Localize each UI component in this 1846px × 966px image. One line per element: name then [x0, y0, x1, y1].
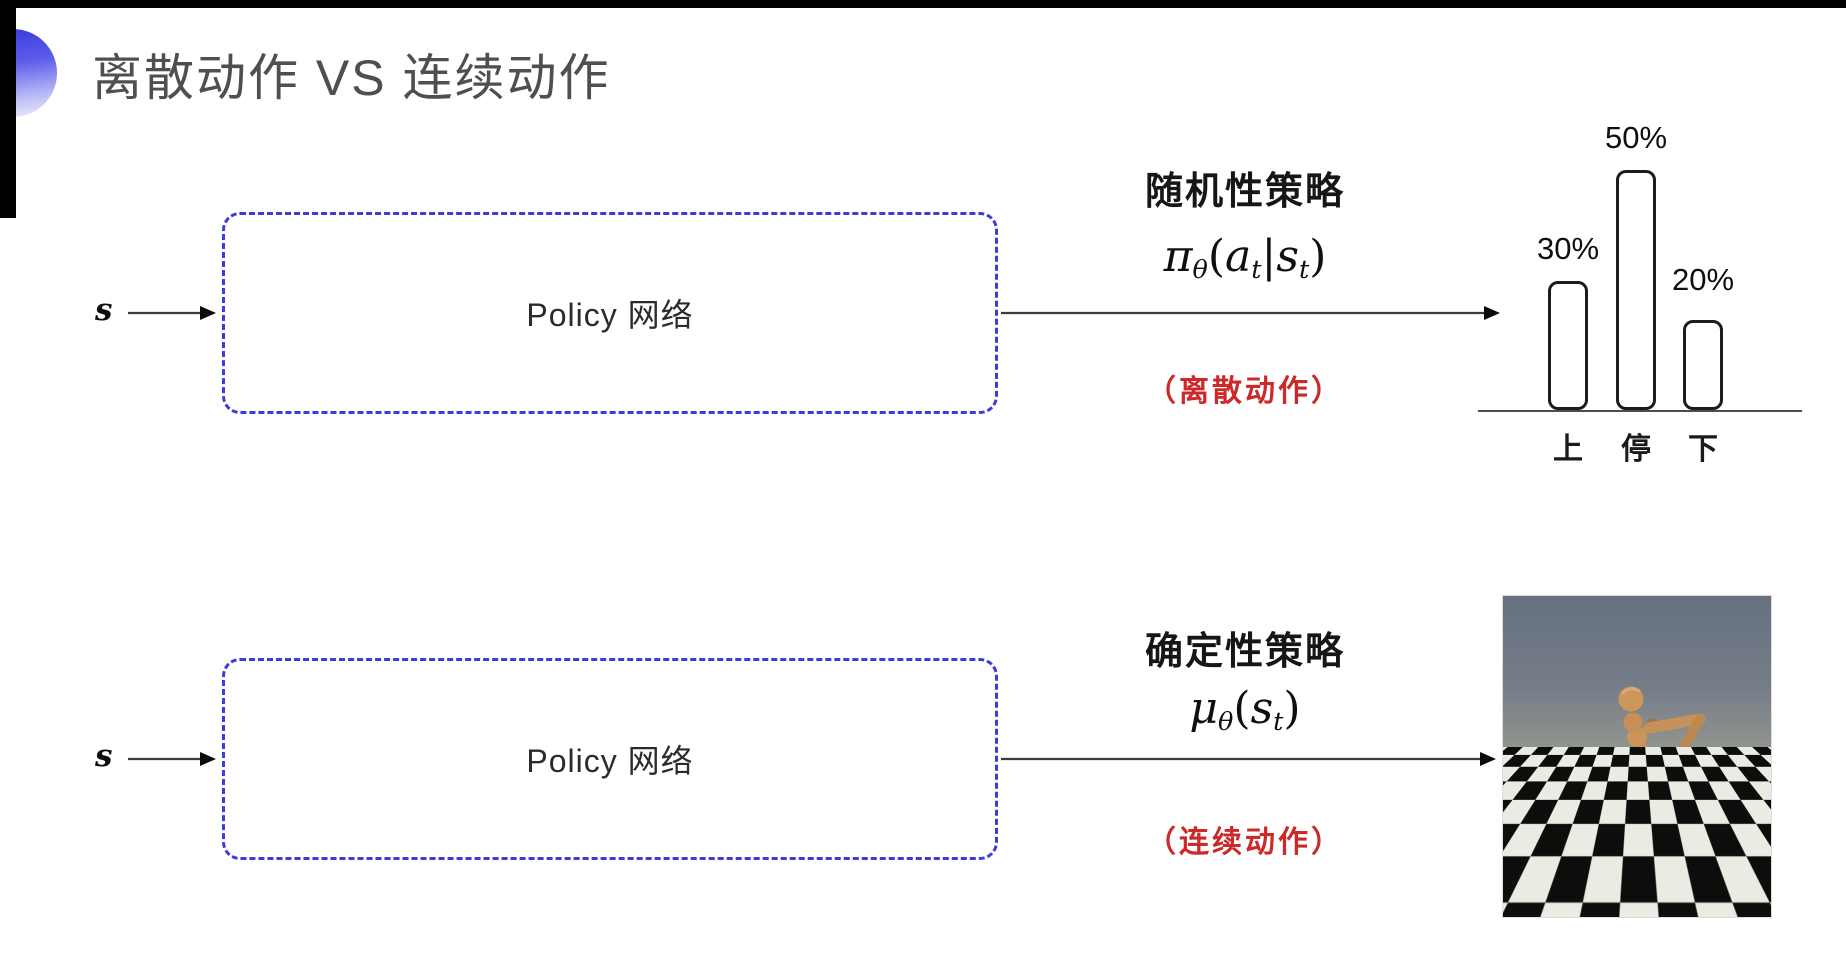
- state-input-label-bottom: s: [95, 738, 113, 774]
- continuous-action-note: （连续动作）: [1146, 826, 1344, 859]
- stochastic-policy-title: 随机性策略: [1144, 171, 1345, 213]
- page-title: 离散动作 VS 连续动作: [92, 50, 611, 106]
- bar-上: [1548, 281, 1588, 410]
- bar-category-label: 下: [1688, 433, 1718, 466]
- action-probability-chart: 30% 上 50% 停 20% 下: [1478, 118, 1818, 466]
- humanoid-figure: [1541, 686, 1706, 904]
- stochastic-policy-formula: πθ(at|st): [1163, 231, 1327, 286]
- discrete-action-note: （离散动作）: [1146, 375, 1344, 408]
- letterbox-left: [0, 0, 16, 218]
- letterbox-top: [0, 0, 1846, 8]
- bar-value-label: 30%: [1536, 231, 1600, 266]
- bar-value-label: 50%: [1604, 120, 1668, 155]
- policy-box-label: Policy 网络: [526, 743, 694, 779]
- chart-baseline: [1478, 410, 1802, 412]
- bar-category-label: 上: [1553, 433, 1583, 466]
- policy-box-label: Policy 网络: [526, 297, 694, 333]
- bar-停: [1616, 170, 1656, 410]
- policy-network-box-bottom: Policy 网络: [222, 658, 998, 860]
- deterministic-policy-formula: μθ(st): [1189, 683, 1301, 738]
- state-input-label-top: s: [95, 292, 113, 328]
- bar-value-label: 20%: [1671, 262, 1735, 297]
- policy-network-box-top: Policy 网络: [222, 212, 998, 414]
- mujoco-humanoid-on-checkerboard: [1503, 596, 1771, 917]
- bar-下: [1683, 320, 1723, 410]
- bar-category-label: 停: [1621, 433, 1651, 466]
- deterministic-policy-title: 确定性策略: [1144, 631, 1345, 673]
